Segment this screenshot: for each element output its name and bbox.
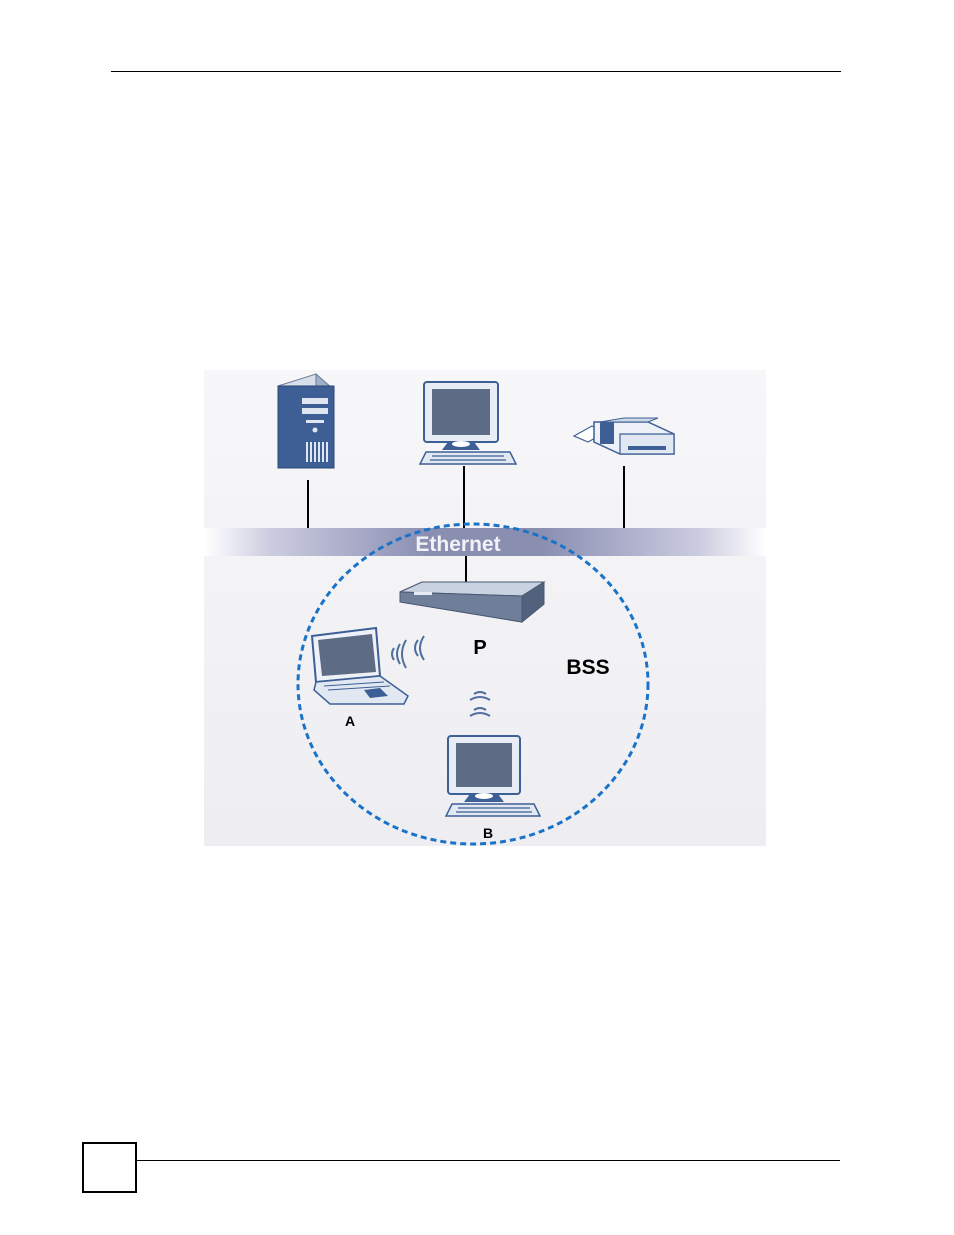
server-icon bbox=[278, 374, 334, 468]
bss-label: BSS bbox=[566, 656, 609, 679]
footer-rule bbox=[137, 1160, 840, 1161]
bss-network-diagram: Ethernet bbox=[204, 370, 766, 846]
page-number-box bbox=[82, 1142, 137, 1193]
header-rule bbox=[111, 71, 841, 72]
access-point-label: P bbox=[473, 637, 486, 659]
station-a-label: A bbox=[345, 713, 355, 729]
ethernet-label: Ethernet bbox=[415, 533, 500, 556]
station-b-label: B bbox=[483, 825, 493, 841]
